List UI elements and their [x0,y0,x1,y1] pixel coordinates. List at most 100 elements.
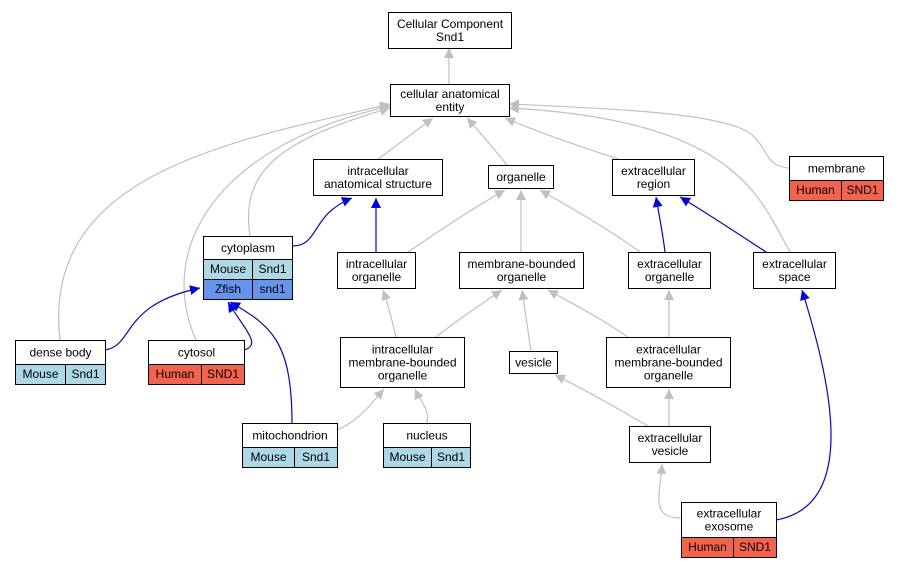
node-label: organelle [352,270,402,284]
node-label: space [778,270,810,284]
edge-exs-to-cae [508,103,791,253]
edge-cyt-to-ias [291,197,353,247]
edge-nuc-to-imb [414,388,429,424]
edge-exo-to-exr [652,196,666,253]
edges-layer [58,48,832,521]
edge-mit-to-imb [336,388,385,431]
node-box [509,351,558,374]
node-box [628,252,711,289]
edge-cyt-to-cae [248,105,391,237]
edge-exm-to-exs [775,289,832,521]
node-label: dense body [29,346,91,360]
node-label: region [637,177,670,191]
gene-label: SND1 [207,367,239,381]
gene-cell [431,447,471,468]
node-box [459,252,584,289]
node-box [629,426,711,463]
edge-exs-to-exr [679,196,767,253]
node-label: membrane [808,162,866,176]
edge-exr-to-cae [504,117,619,160]
node-label: organelle [497,270,547,284]
node-label: membrane-bounded [348,356,456,370]
node-box [15,340,106,365]
node-label: entity [436,100,465,114]
edge-dnb-to-cae [58,101,391,341]
edge-emb-to-mbo [547,289,629,338]
gene-label: Snd1 [71,367,99,381]
edge-exv-to-ves [554,374,649,427]
node-box [340,337,465,388]
gene-cell [733,537,777,558]
node-box [612,159,695,196]
node-label: anatomical structure [324,177,432,191]
gene-cell [201,364,245,385]
edge-mem-to-cae [508,99,790,169]
edge-mit-to-cyt [229,301,293,424]
node-org[interactable]: organelle [488,165,554,189]
node-box [313,159,443,196]
node-label: intracellular [347,164,408,178]
node-box [242,423,338,448]
node-label: cytoplasm [221,241,275,255]
gene-label: Snd1 [437,450,465,464]
edge-ves-to-mbo [518,289,532,352]
gene-label: Snd1 [302,450,330,464]
edge-ino-to-org [407,189,506,253]
node-label: organelle [644,369,694,383]
node-box [681,502,777,538]
node-label: nucleus [406,429,447,443]
gene-cell [252,279,293,300]
node-label: extracellular [638,431,703,445]
node-label: organelle [496,170,546,184]
node-label: mitochondrion [252,429,327,443]
organism-label: Human [688,540,727,554]
gene-cell [294,447,338,468]
gene-label: SND1 [846,183,878,197]
gene-label: Snd1 [258,262,286,276]
node-label: vesicle [652,444,689,458]
gene-cell [841,180,884,201]
organism-label: Mouse [22,367,58,381]
node-label: intracellular [372,343,433,357]
edge-imb-to-mbo [435,289,503,338]
organism-label: Mouse [210,262,246,276]
node-ves[interactable]: vesicle [509,351,558,374]
gene-label: SND1 [739,540,771,554]
organism-label: Mouse [250,450,286,464]
node-label: Snd1 [436,30,464,44]
node-box [148,340,245,365]
organism-label: Mouse [389,450,425,464]
edge-org-to-cae [466,117,508,166]
node-label: extracellular [636,343,701,357]
node-box [383,423,471,448]
node-box [337,252,416,289]
edge-exo-to-org [539,189,641,253]
gene-label: snd1 [259,282,285,296]
node-box [390,84,510,117]
edge-cys-to-cae [183,103,391,341]
edge-exm-to-exv [656,463,682,519]
edge-ias-to-cae [377,117,434,160]
node-label: cytosol [178,346,215,360]
node-label: membrane-bounded [467,257,575,271]
